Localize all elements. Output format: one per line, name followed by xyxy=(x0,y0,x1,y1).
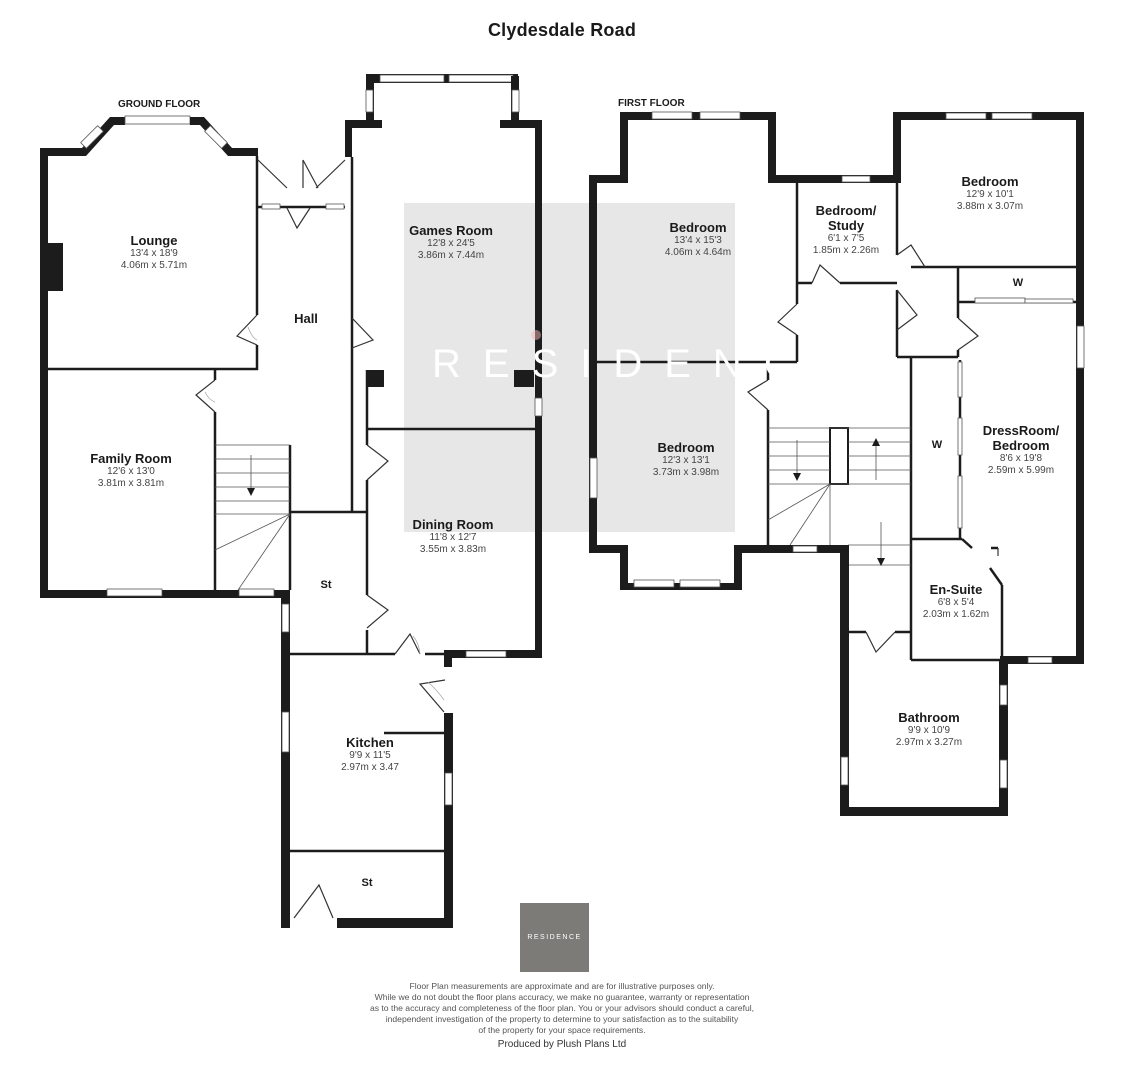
room-imperial: 9'9 x 11'5 xyxy=(349,750,391,761)
disclaimer-line: While we do not doubt the floor plans ac… xyxy=(374,992,750,1002)
room-store-1: St xyxy=(321,578,332,593)
room-name: Lounge xyxy=(130,233,178,248)
ground-floor-walls xyxy=(40,74,543,928)
room-imperial: 6'8 x 5'4 xyxy=(937,597,975,608)
room-kitchen: Kitchen 9'9 x 11'5 2.97m x 3.47 xyxy=(341,735,399,774)
room-imperial: 11'8 x 12'7 xyxy=(429,532,477,543)
room-name: Hall xyxy=(294,311,318,326)
room-bedroom-3: Bedroom 12'3 x 13'1 3.73m x 3.98m xyxy=(653,440,719,479)
room-imperial: 12'6 x 13'0 xyxy=(107,466,155,477)
ground-floor-doors xyxy=(195,159,446,919)
room-wardrobe-1: W xyxy=(1013,276,1023,291)
disclaimer-line: independent investigation of the propert… xyxy=(385,1014,739,1024)
room-metric: 3.55m x 3.83m xyxy=(419,544,487,555)
room-wardrobe-2: W xyxy=(932,438,942,453)
room-imperial: 12'9 x 10'1 xyxy=(966,189,1014,200)
room-name: Family Room xyxy=(90,451,172,466)
room-name: En-Suite xyxy=(929,582,983,597)
first-floor-walls xyxy=(589,111,1085,816)
room-bedroom-study: Bedroom/ Study 6'1 x 7'5 1.85m x 2.26m xyxy=(806,203,886,257)
watermark-text: RESIDENCE xyxy=(432,342,864,386)
room-family-room: Family Room 12'6 x 13'0 3.81m x 3.81m xyxy=(86,451,176,490)
room-name: Bedroom xyxy=(961,174,1019,189)
room-imperial: 12'3 x 13'1 xyxy=(662,455,710,466)
room-metric: 3.88m x 3.07m xyxy=(956,201,1024,212)
room-metric: 1.85m x 2.26m xyxy=(812,245,880,256)
room-bathroom: Bathroom 9'9 x 10'9 2.97m x 3.27m xyxy=(896,710,962,749)
room-imperial: 13'4 x 15'3 xyxy=(674,235,722,246)
first-floor-label: FIRST FLOOR xyxy=(618,98,685,109)
room-dining-room: Dining Room 11'8 x 12'7 3.55m x 3.83m xyxy=(413,517,494,556)
ground-floor-label: GROUND FLOOR xyxy=(118,99,201,110)
room-imperial: 8'6 x 19'8 xyxy=(999,453,1043,464)
room-name: Bedroom xyxy=(669,220,727,235)
room-name: Kitchen xyxy=(346,735,394,750)
room-imperial: 12'8 x 24'5 xyxy=(427,238,475,249)
room-metric: 3.86m x 7.44m xyxy=(417,250,485,261)
producer-credit: Produced by Plush Plans Ltd xyxy=(497,1039,627,1050)
residence-logo: RESIDENCE xyxy=(520,903,589,972)
room-name: St xyxy=(361,877,373,889)
room-imperial: 13'4 x 18'9 xyxy=(130,248,178,259)
room-metric: 3.73m x 3.98m xyxy=(652,467,720,478)
room-imperial: 9'9 x 10'9 xyxy=(907,725,951,736)
room-metric: 2.03m x 1.62m xyxy=(922,609,990,620)
room-dressroom-bedroom: DressRoom/ Bedroom 8'6 x 19'8 2.59m x 5.… xyxy=(976,423,1066,477)
disclaimer: Floor Plan measurements are approximate … xyxy=(300,981,824,1036)
room-metric: 4.06m x 4.64m xyxy=(664,247,732,258)
disclaimer-line: Floor Plan measurements are approximate … xyxy=(409,981,715,991)
room-en-suite: En-Suite 6'8 x 5'4 2.03m x 1.62m xyxy=(923,582,989,621)
plan-title: Clydesdale Road xyxy=(487,20,637,40)
room-name: Bedroom/ Study xyxy=(815,203,877,233)
room-bedroom-2: Bedroom 12'9 x 10'1 3.88m x 3.07m xyxy=(957,174,1023,213)
room-store-2: St xyxy=(362,876,373,891)
disclaimer-line: of the property for your space requireme… xyxy=(478,1025,646,1035)
room-hall: Hall xyxy=(294,311,318,326)
room-name: DressRoom/ Bedroom xyxy=(982,423,1060,453)
first-floor-doors xyxy=(746,244,999,654)
room-metric: 2.97m x 3.27m xyxy=(895,737,963,748)
disclaimer-line: as to the accuracy and completeness of t… xyxy=(369,1003,755,1013)
room-name: Bathroom xyxy=(898,710,960,725)
room-name: St xyxy=(320,579,332,591)
room-name: Bedroom xyxy=(657,440,715,455)
room-metric: 2.59m x 5.99m xyxy=(987,465,1055,476)
room-name: W xyxy=(1012,277,1024,289)
room-metric: 4.06m x 5.71m xyxy=(120,260,188,271)
watermark-dot xyxy=(531,330,541,340)
room-name: W xyxy=(931,439,943,451)
logo-text: RESIDENCE xyxy=(527,934,582,941)
room-metric: 3.81m x 3.81m xyxy=(97,478,165,489)
room-metric: 2.97m x 3.47 xyxy=(341,762,399,773)
room-name: Dining Room xyxy=(412,517,494,532)
room-imperial: 6'1 x 7'5 xyxy=(827,233,865,244)
watermark-box xyxy=(404,203,735,532)
room-bedroom-1: Bedroom 13'4 x 15'3 4.06m x 4.64m xyxy=(665,220,731,259)
room-lounge: Lounge 13'4 x 18'9 4.06m x 5.71m xyxy=(121,233,187,272)
room-games-room: Games Room 12'8 x 24'5 3.86m x 7.44m xyxy=(409,223,493,262)
room-name: Games Room xyxy=(409,223,493,238)
